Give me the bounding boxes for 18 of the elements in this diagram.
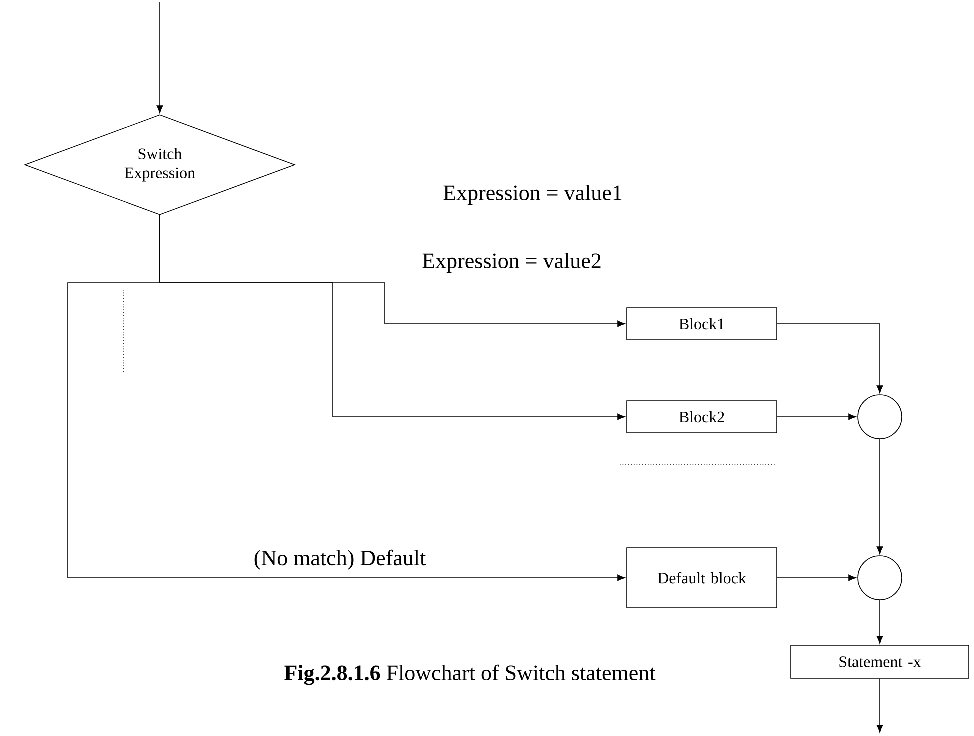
arrow xyxy=(777,414,856,420)
process-box: Statement -x xyxy=(790,645,970,679)
connector-circle xyxy=(858,556,902,600)
arrow xyxy=(156,2,164,114)
caption: Fig.2.8.1.6 Flowchart of Switch statement xyxy=(284,664,656,686)
edge-label: (No match) Default xyxy=(252,548,428,572)
connector-circle xyxy=(858,394,902,440)
arrow xyxy=(68,215,626,582)
arrow xyxy=(876,600,884,644)
edge-label: Expression = value1 xyxy=(442,184,624,206)
arrow xyxy=(876,439,884,554)
arrow xyxy=(777,324,884,394)
edge-label: Expression = value2 xyxy=(421,252,603,274)
arrow xyxy=(777,574,856,582)
process-box: Block1 xyxy=(626,308,778,340)
process-box: Block2 xyxy=(626,400,778,434)
arrow xyxy=(876,678,884,733)
process-box: Default block xyxy=(626,548,778,608)
